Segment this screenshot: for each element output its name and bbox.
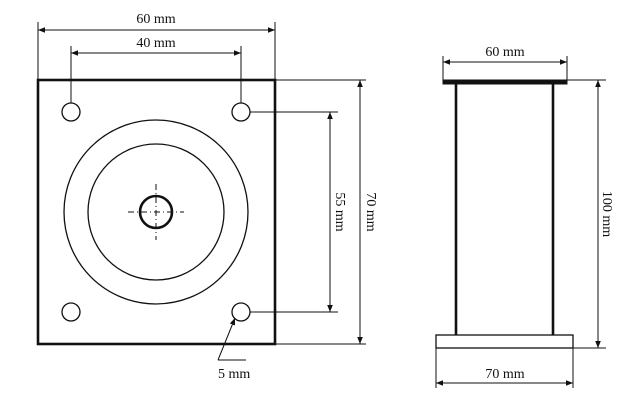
top-width-label: 60 mm xyxy=(485,45,524,60)
top-plate xyxy=(442,79,568,85)
plate-width-label: 60 mm xyxy=(136,12,175,27)
top-width-dimension: 60 mm xyxy=(442,45,568,80)
hole-diameter-label: 5 mm xyxy=(218,367,250,382)
inner-ring xyxy=(87,143,225,281)
front-view: 60 mm 40 mm 55 mm 70 mm 5 mm xyxy=(36,12,378,382)
side-view: 60 mm 100 mm 70 mm xyxy=(435,45,614,388)
screw-hole-top-left xyxy=(61,102,81,122)
base-plate xyxy=(435,334,574,349)
plate-height-label: 70 mm xyxy=(363,192,378,231)
screw-hole-top-right xyxy=(231,102,251,122)
height-label: 100 mm xyxy=(599,191,614,237)
outer-ring xyxy=(63,119,249,305)
plate-height-dimension: 70 mm xyxy=(275,79,378,345)
hole-spacing-vertical-label: 55 mm xyxy=(332,192,347,231)
base-width-label: 70 mm xyxy=(485,367,524,382)
mounting-plate xyxy=(36,78,277,346)
base-width-dimension: 70 mm xyxy=(435,348,574,388)
plate-width-dimension: 60 mm xyxy=(37,12,276,80)
screw-hole-bottom-left xyxy=(61,302,81,322)
hole-spacing-vertical-dimension: 55 mm xyxy=(250,111,347,313)
height-dimension: 100 mm xyxy=(567,79,614,349)
hole-spacing-horizontal-label: 40 mm xyxy=(136,36,175,51)
hole-diameter-callout: 5 mm xyxy=(217,317,250,382)
hole-spacing-horizontal-dimension: 40 mm xyxy=(70,36,242,103)
